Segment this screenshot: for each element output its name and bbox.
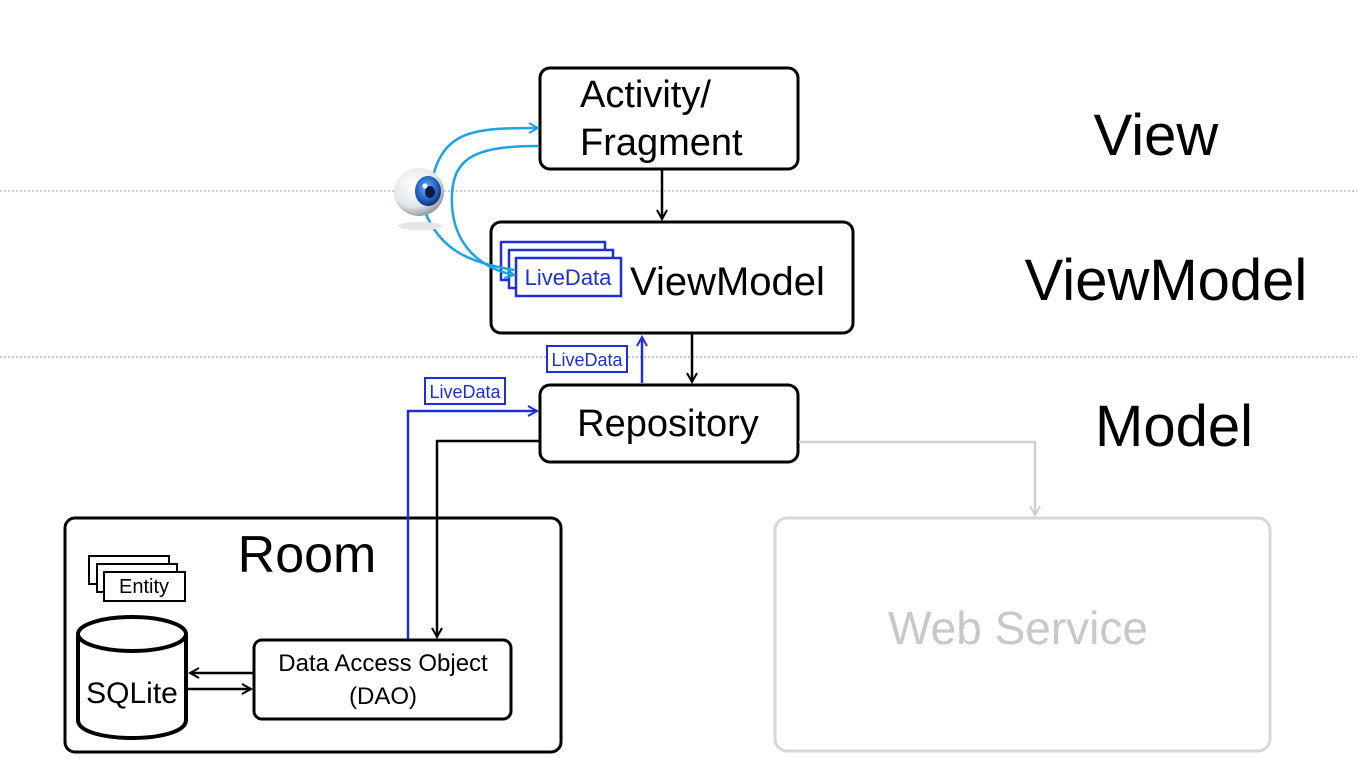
- room-label: Room: [238, 526, 377, 584]
- sqlite-cylinder: [76, 615, 188, 740]
- activity-fragment-box: [538, 66, 800, 171]
- layer-label-viewmodel: ViewModel: [1025, 248, 1308, 313]
- layer-label-view: View: [1094, 103, 1220, 168]
- activity-label: Activity/: [580, 74, 711, 116]
- dao-box: [252, 638, 513, 721]
- arrow-repository-to-dao: [437, 439, 539, 637]
- livedata-stack-label: LiveData: [525, 265, 613, 290]
- arrow-dao-to-repository-livedata: [406, 411, 537, 639]
- livedata-tag-vm-repo: LiveData: [551, 350, 623, 370]
- sqlite-label: SQLite: [86, 677, 178, 710]
- fragment-label: Fragment: [580, 122, 743, 164]
- viewmodel-label: ViewModel: [630, 260, 825, 304]
- arrow-repository-to-webservice: [799, 440, 1035, 515]
- repository-label: Repository: [577, 403, 759, 445]
- dao-label-line1: Data Access Object: [278, 650, 488, 677]
- web-service-label: Web Service: [888, 602, 1148, 654]
- eye-icon: [394, 168, 444, 230]
- livedata-stack-front: [514, 256, 623, 298]
- repository-box: [538, 383, 800, 464]
- livedata-tag-vm-repo-box: [546, 345, 628, 373]
- web-service-box: [773, 516, 1272, 753]
- layer-label-model: Model: [1095, 394, 1253, 459]
- dao-label-line2: (DAO): [349, 683, 417, 710]
- observer-arrow-to-activity: [428, 128, 538, 191]
- livedata-tag-dao-repo: LiveData: [429, 382, 501, 402]
- livedata-tag-dao-repo-box: [424, 377, 506, 405]
- entity-label: Entity: [119, 576, 169, 598]
- entity-stack-front: [103, 571, 186, 602]
